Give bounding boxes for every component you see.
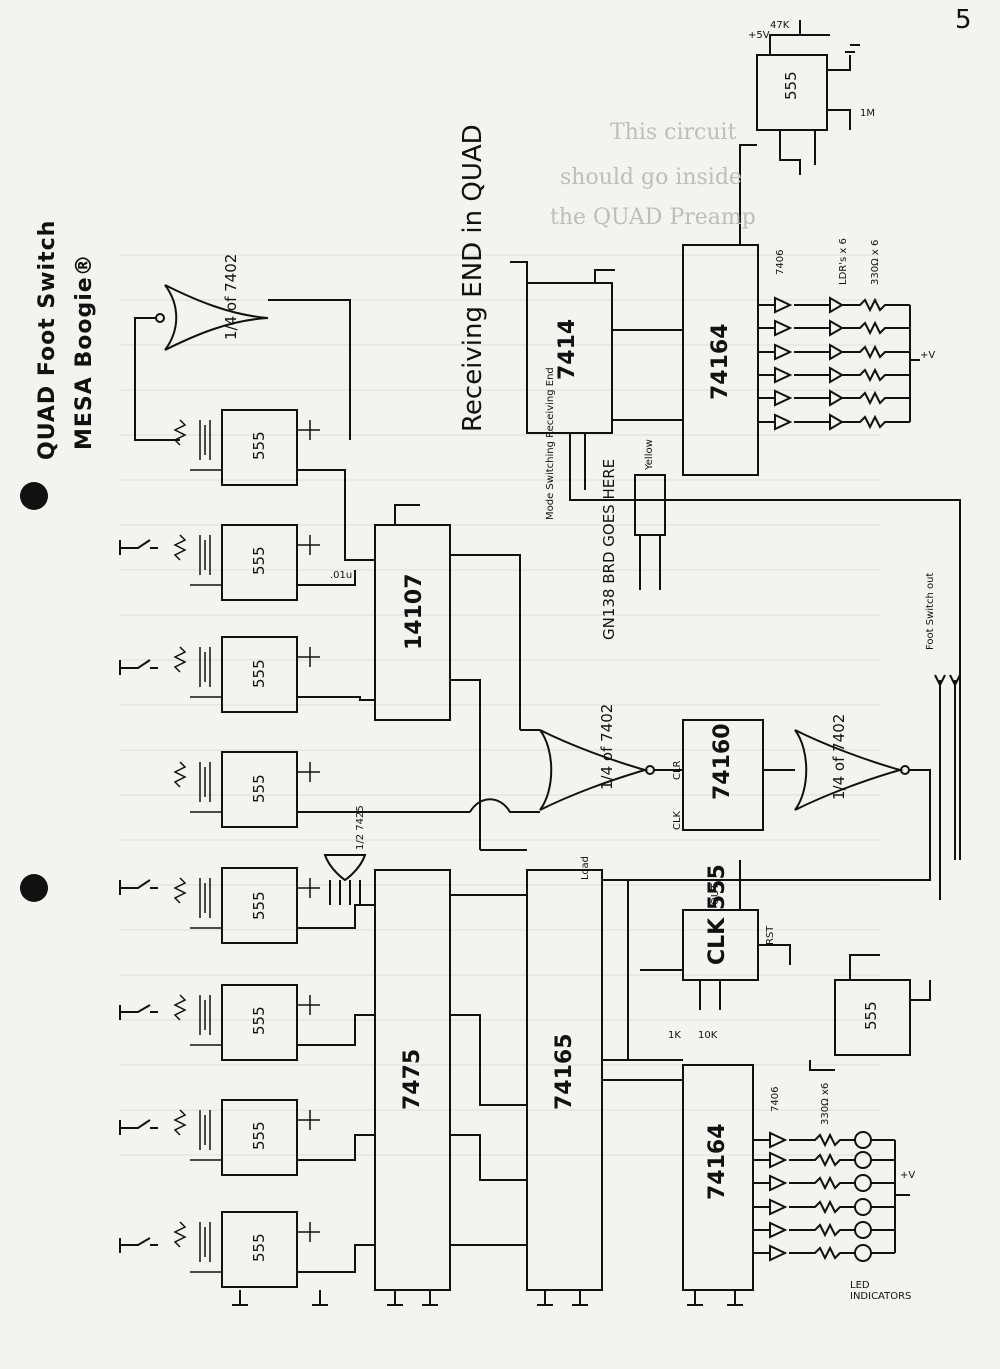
timing-components: [173, 419, 320, 1273]
chip-555-corner: [756, 54, 828, 131]
chip-label-555-clk: CLK 555: [705, 864, 730, 965]
chip-label-7402-mid: 1/4 of 7402: [598, 703, 616, 790]
chip-label-555-e: 555: [250, 891, 268, 920]
load-label: Load: [580, 856, 591, 880]
gate-7402-mid: [539, 729, 649, 811]
yellow-label: Yellow: [644, 439, 655, 470]
ghost-note-1: This circuit: [610, 120, 737, 145]
inverter-ldr-bank: [758, 296, 920, 431]
title-line2: MESA Boogie®: [72, 253, 97, 450]
chip-label-555-b: 555: [250, 546, 268, 575]
mode-switching-label: Mode Switching Receiving End: [545, 367, 556, 520]
r1m-corner: 1M: [860, 108, 875, 119]
plus5v-corner: +5V: [748, 30, 770, 41]
chip-label-14107: 14107: [402, 573, 427, 650]
u7406-top-label: 7406: [775, 249, 786, 275]
chip-label-7402-top: 1/4 of 7402: [222, 253, 240, 340]
r10k-clk: 10K: [698, 1030, 718, 1041]
gate-7425: [323, 854, 367, 882]
clk-label: CLK: [672, 810, 683, 830]
foot-switch-out-label: Foot Switch out: [925, 572, 936, 650]
r330-label-bottom: 330Ω x6: [820, 1082, 831, 1125]
chip-label-7475: 7475: [400, 1048, 425, 1110]
receiving-label: Receiving END in QUAD: [458, 124, 488, 432]
r47k-corner: 47K: [770, 20, 790, 31]
ghost-ruling: [120, 254, 880, 1156]
ldr-label: LDR's x 6: [838, 238, 849, 285]
rst-label: RST: [765, 925, 776, 945]
chip-74164-top: [682, 244, 759, 476]
gate-7402-top: [164, 284, 269, 351]
plus-v-label: +V: [920, 350, 936, 361]
out-label: OUT: [710, 883, 721, 905]
chip-label-555-h: 555: [250, 1233, 268, 1262]
led-driver-bank: [753, 1131, 910, 1262]
ghost-note-3: the QUAD Preamp: [550, 205, 756, 230]
chip-14107: [374, 524, 451, 721]
chip-7475: [374, 869, 451, 1291]
title-line1: QUAD Foot Switch: [35, 219, 60, 460]
gn138-label: GN138 BRD GOES HERE: [600, 458, 618, 640]
chip-label-555-a: 555: [250, 431, 268, 460]
gate-7402-right: [794, 729, 904, 811]
chip-74160: [682, 719, 764, 831]
footswitch-symbols: [119, 539, 158, 1253]
chip-label-555-g: 555: [250, 1121, 268, 1150]
cap01-label: .01u: [330, 570, 353, 581]
chip-label-555-d: 555: [250, 774, 268, 803]
chip-label-74165: 74165: [552, 1033, 577, 1110]
chip-label-7414: 7414: [555, 318, 580, 380]
page-mark: 5: [955, 5, 972, 35]
r330-label: 330Ω x 6: [870, 239, 881, 285]
ghost-note-2: should go inside: [560, 165, 742, 190]
plus-v-label-bottom: +V: [900, 1170, 916, 1181]
chip-label-74164-top: 74164: [708, 323, 733, 400]
binder-hole-bottom: [20, 874, 48, 902]
chip-74164-bottom: [682, 1064, 754, 1291]
u7406-bottom-label: 7406: [770, 1086, 781, 1112]
r1k-clk: 1K: [668, 1030, 681, 1041]
yellow-wire-box: [634, 474, 666, 536]
chip-555-right: [834, 979, 911, 1056]
chip-label-555-f: 555: [250, 1006, 268, 1035]
chip-label-555-right: 555: [862, 1001, 880, 1030]
binder-hole-top: [20, 482, 48, 510]
chip-label-7425: 1/2 7425: [355, 805, 366, 850]
chip-label-7402-right: 1/4 of 7402: [830, 713, 848, 800]
chip-label-74160: 74160: [710, 723, 735, 800]
clr-label: CLR: [672, 760, 683, 780]
debounce-555-column: [221, 409, 298, 1288]
chip-label-555-corner: 555: [782, 71, 800, 100]
chip-label-555-c: 555: [250, 659, 268, 688]
led-indicators-label: LED INDICATORS: [850, 1280, 912, 1302]
chip-label-74164-bottom: 74164: [705, 1123, 730, 1200]
